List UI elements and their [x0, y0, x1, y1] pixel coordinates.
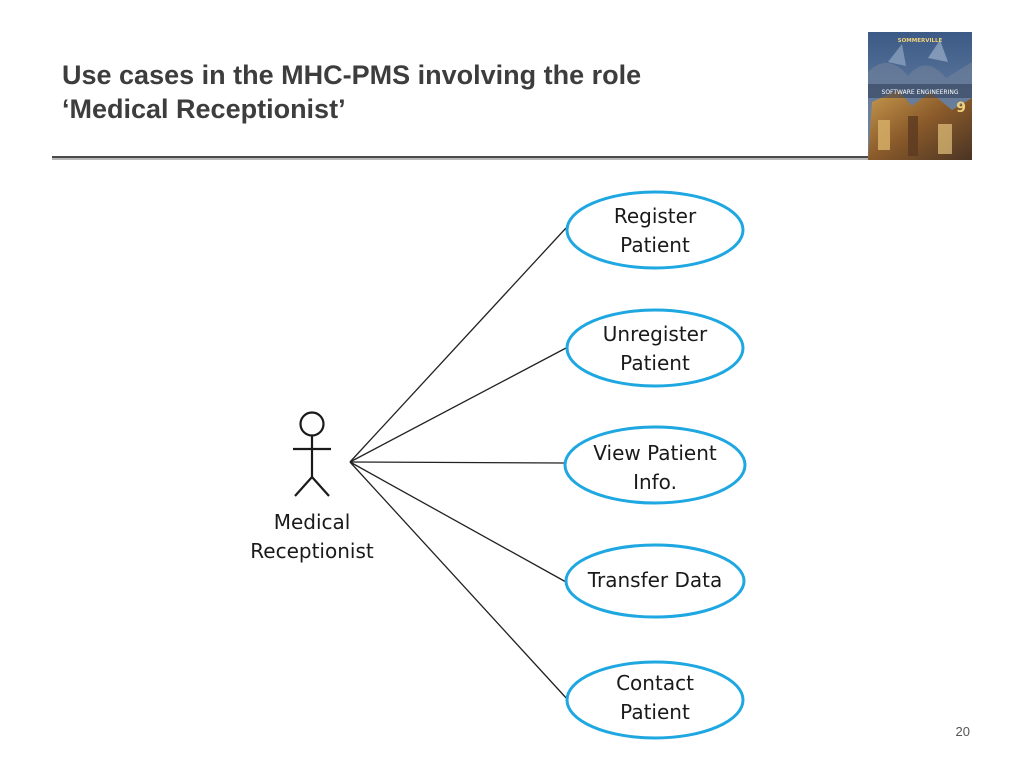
- actor-label-line1: Medical: [274, 510, 351, 534]
- slide-title-line1: Use cases in the MHC-PMS involving the r…: [62, 60, 642, 90]
- book-title-text: SOFTWARE ENGINEERING: [882, 89, 959, 96]
- use-case-unregister-patient: Unregister Patient: [565, 308, 745, 388]
- book-edition-text: 9: [956, 100, 966, 116]
- association-line-transfer: [349, 461, 567, 583]
- association-line-unregister: [349, 347, 567, 463]
- book-cover-image: SOMMERVILLE SOFTWARE ENGINEERING 9: [868, 32, 972, 160]
- use-case-transfer-data: Transfer Data: [564, 543, 746, 619]
- page-number: 20: [955, 724, 970, 739]
- use-case-view-line2: Info.: [633, 470, 677, 494]
- use-case-view-patient-info: View Patient Info.: [563, 425, 747, 505]
- title-divider: [52, 156, 870, 158]
- use-case-register-line1: Register: [614, 204, 697, 228]
- association-line-register: [349, 227, 567, 463]
- use-case-transfer-line1: Transfer Data: [587, 568, 723, 592]
- use-case-contact-patient: Contact Patient: [565, 660, 745, 740]
- slide-title-line2: ‘Medical Receptionist’: [62, 94, 346, 124]
- use-case-contact-line2: Patient: [620, 700, 690, 724]
- use-case-unregister-line1: Unregister: [603, 322, 708, 346]
- title-divider-shadow: [52, 158, 870, 160]
- association-line-view: [349, 461, 565, 464]
- book-author-text: SOMMERVILLE: [898, 38, 943, 44]
- use-case-register-patient: Register Patient: [565, 190, 745, 270]
- stick-figure-icon: [293, 411, 331, 497]
- use-case-view-line1: View Patient: [593, 441, 717, 465]
- slide-title: Use cases in the MHC-PMS involving the r…: [62, 58, 842, 126]
- use-case-register-line2: Patient: [620, 233, 690, 257]
- actor-label-line2: Receptionist: [250, 539, 374, 563]
- association-line-contact: [349, 461, 569, 701]
- use-case-unregister-line2: Patient: [620, 351, 690, 375]
- use-case-contact-line1: Contact: [616, 671, 694, 695]
